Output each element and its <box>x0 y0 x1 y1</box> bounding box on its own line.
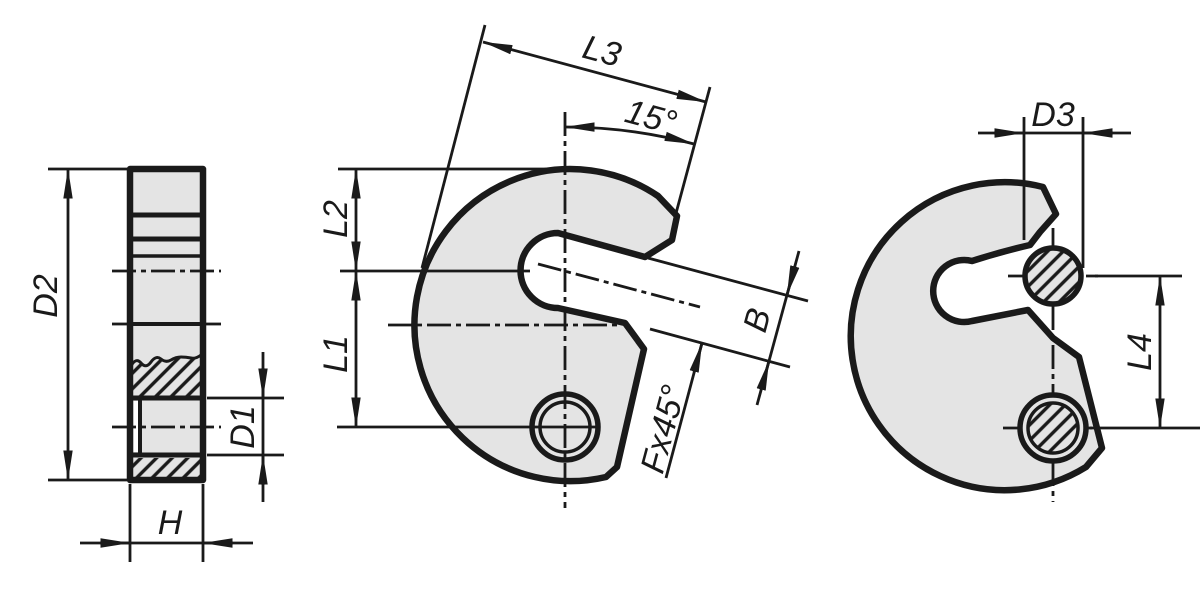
dimension-l4: L4 <box>1121 275 1165 429</box>
dim-label-l3: L3 <box>579 28 625 75</box>
l3-dimension-line <box>482 40 707 104</box>
front-view: L2 L1 L3 15° B <box>317 24 809 508</box>
dim-label-d3: D3 <box>1031 96 1075 134</box>
dimension-d2: D2 <box>27 167 127 482</box>
dim-label-l1: L1 <box>317 335 355 373</box>
dim-label-d2: D2 <box>27 274 65 318</box>
dimension-d1: D1 <box>207 352 284 502</box>
dim-label-l2: L2 <box>317 200 355 238</box>
slot-centerline-front <box>537 262 701 309</box>
b-arrow-lower <box>756 360 771 391</box>
l3-extension-left <box>420 24 487 269</box>
chamfer-arrow <box>689 342 704 373</box>
dim-label-b: B <box>736 304 779 336</box>
dimension-l2: L2 <box>317 167 558 273</box>
dim-label-l4: L4 <box>1121 333 1159 371</box>
dim-label-d1: D1 <box>224 405 262 448</box>
dimension-l1: L1 <box>317 270 600 429</box>
break-line <box>129 353 202 368</box>
dim-label-chamfer: Fx45° <box>633 381 693 477</box>
dimension-angle-15: 15° <box>564 92 695 146</box>
l3-extension-right <box>673 86 712 218</box>
dim-label-angle: 15° <box>621 92 681 142</box>
side-section-view: D2 H D1 <box>27 165 284 562</box>
dimension-h: H <box>80 484 253 562</box>
hanging-view: D3 L4 <box>847 96 1200 502</box>
b-extension-upper <box>647 256 809 303</box>
hanging-hole-pin-section <box>1026 401 1080 455</box>
angle-arc <box>564 122 695 146</box>
dimension-b: B <box>647 250 809 406</box>
b-arrow-upper <box>785 265 800 296</box>
section-hatch-lower <box>133 458 200 477</box>
rod-section <box>1022 245 1084 307</box>
dim-label-h: H <box>158 504 183 542</box>
dimension-l3: L3 <box>420 24 712 269</box>
dimension-d3: D3 <box>978 96 1131 268</box>
